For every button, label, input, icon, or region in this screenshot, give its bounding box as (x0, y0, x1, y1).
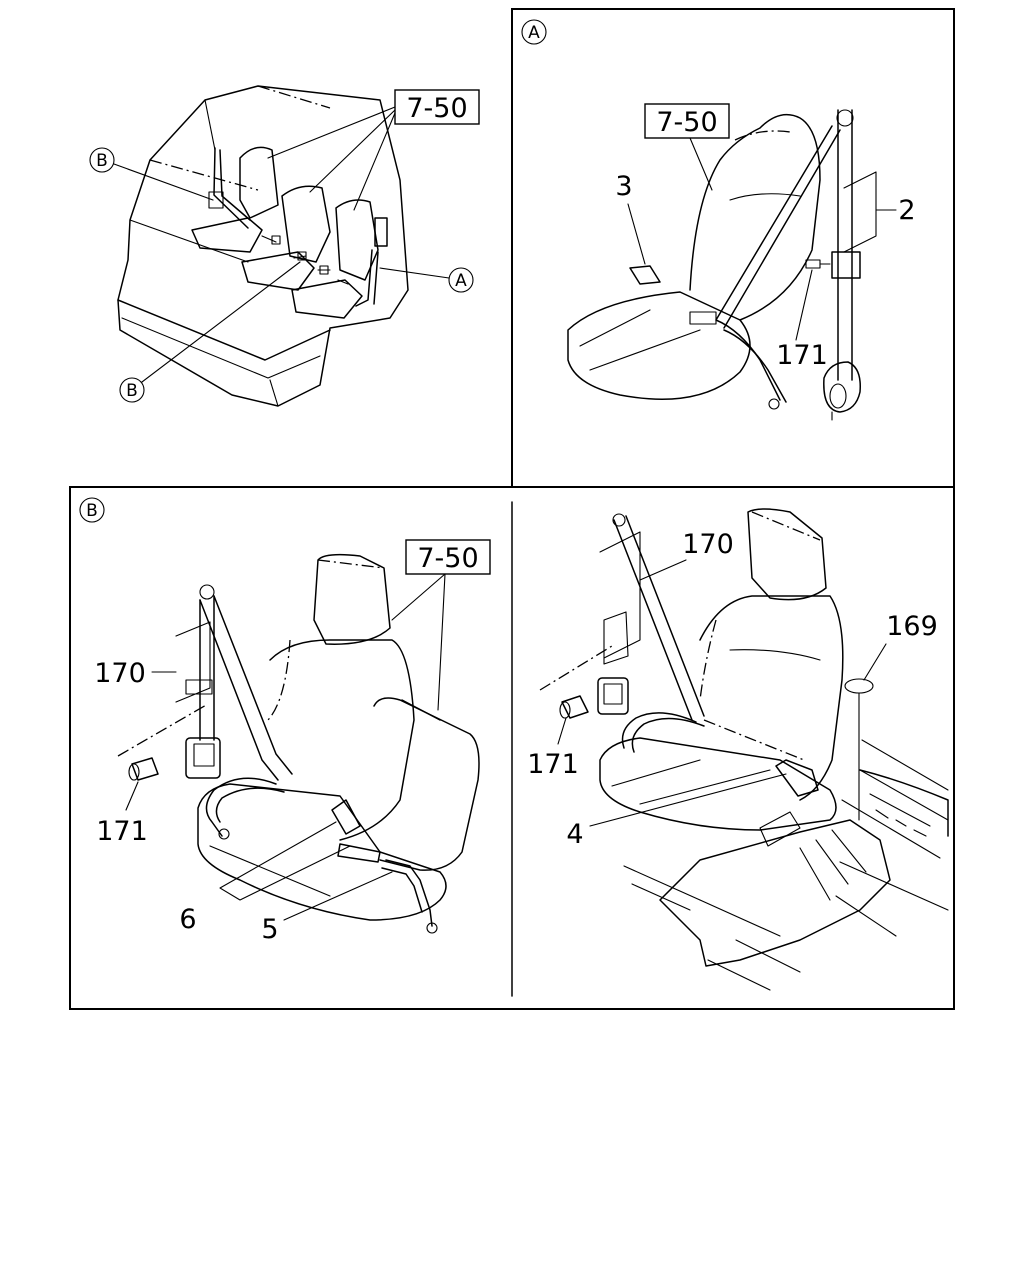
ref-box-main-label: 7-50 (406, 93, 467, 124)
panel-b-part-5: 5 (261, 914, 278, 945)
panel-b-ref-box-label: 7-50 (417, 543, 478, 574)
panel-a-ref-box (644, 103, 730, 139)
panel-br-part-4: 4 (566, 819, 583, 850)
panel-a-ref-box-label: 7-50 (656, 107, 717, 138)
panel-a-drawing (567, 109, 877, 421)
panel-b-ref-box (405, 539, 491, 575)
ref-circle-b-top-label: B (96, 151, 108, 171)
panel-b-circle (79, 497, 105, 523)
panel-a-frame (511, 8, 955, 488)
ref-circle-b-bottom-label: B (126, 381, 138, 401)
panel-b-circle-label: B (86, 501, 98, 521)
panel-b-part-170: 170 (94, 658, 146, 689)
panel-b-right-drawing (539, 508, 949, 991)
cab-overview-drawing (117, 85, 409, 407)
panel-b-frame (69, 486, 955, 1010)
panel-frames (69, 8, 955, 1010)
panel-a-callouts: A 7-50 3 2 171 (521, 19, 916, 371)
panel-b-part-171: 171 (96, 816, 148, 847)
ref-circle-a-main (448, 267, 474, 293)
panel-a-part-3: 3 (615, 171, 632, 202)
panel-br-part-170: 170 (682, 529, 734, 560)
panel-br-part-169: 169 (886, 611, 938, 642)
ref-circle-b-bottom (119, 377, 145, 403)
panel-a-circle-label: A (528, 23, 540, 43)
panel-b-left-drawing (117, 553, 480, 934)
panel-a-circle (521, 19, 547, 45)
ref-circle-b-top (89, 147, 115, 173)
panel-b-left-callouts: B 7-50 170 171 6 5 (79, 497, 491, 945)
panel-b-right-callouts: 170 169 171 4 (527, 529, 938, 850)
panel-br-part-171: 171 (527, 749, 579, 780)
panel-b-part-6: 6 (179, 904, 196, 935)
panel-a-part-171: 171 (776, 340, 828, 371)
ref-circle-a-main-label: A (455, 271, 467, 291)
main-callouts: B A B 7-50 (89, 89, 480, 403)
panel-a-part-2: 2 (898, 195, 915, 226)
